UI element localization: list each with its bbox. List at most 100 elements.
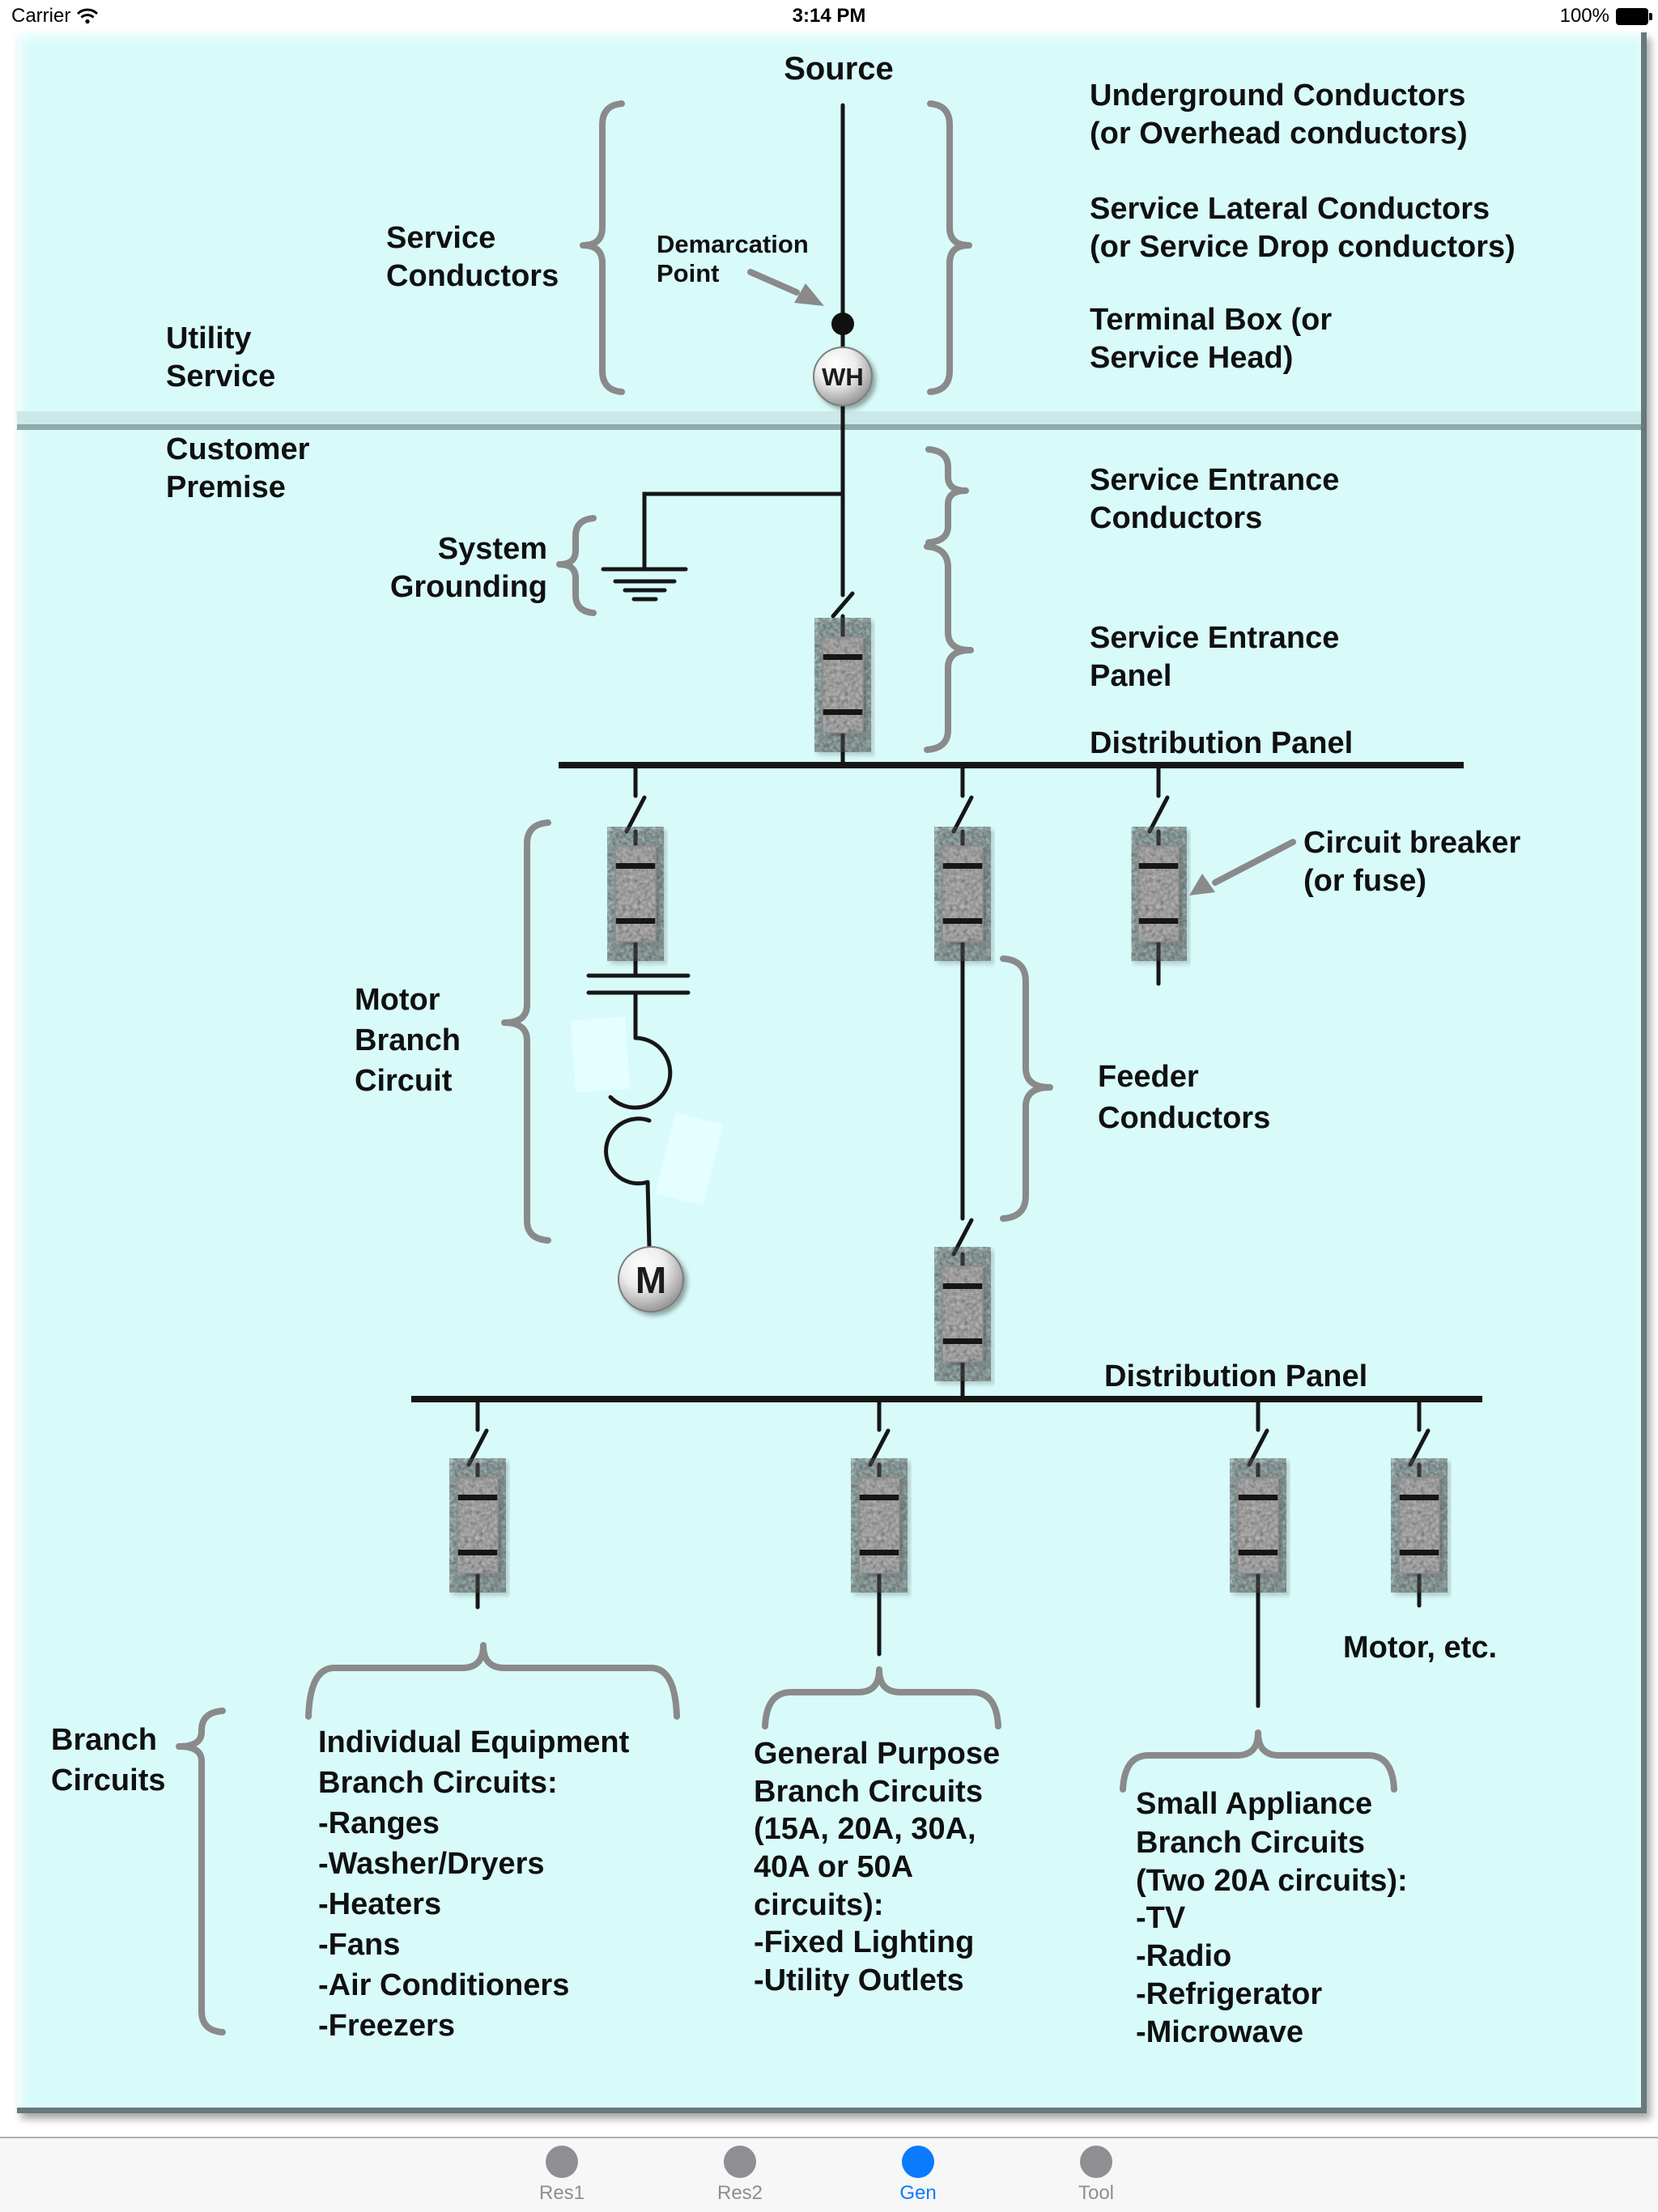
service-entrance-conductors-brace — [925, 446, 969, 546]
service-drop-brace — [927, 100, 972, 395]
list-line: -Heaters — [318, 1887, 441, 1921]
list-line: Small Appliance — [1136, 1787, 1372, 1821]
branch-drop-small-appliance — [1247, 1397, 1269, 1708]
tab-label: Res1 — [538, 2182, 585, 2204]
branch-circuits-brace — [176, 1708, 226, 2035]
individual-branch-underbrace — [305, 1642, 680, 1720]
motor-branch-circuit-label: Branch — [355, 1023, 461, 1057]
list-line: -Air Conditioners — [318, 1968, 569, 2002]
tab-tool[interactable]: Tool — [1007, 2138, 1185, 2212]
tab-label: Res2 — [716, 2182, 763, 2204]
breaker-icon — [1238, 1478, 1278, 1573]
tab-gen[interactable]: Gen — [829, 2138, 1007, 2212]
switch-icon — [624, 795, 647, 834]
switch-icon — [951, 795, 974, 834]
breaker-icon — [615, 846, 656, 942]
branch-drop-motor — [1408, 1397, 1431, 1608]
motor-branch-brace — [501, 819, 551, 1244]
tab-res2[interactable]: Res2 — [651, 2138, 829, 2212]
service-entrance-breaker-icon — [823, 637, 863, 733]
motor-branch-circuit-label: Circuit — [355, 1064, 453, 1098]
service-lateral-label: (or Service Drop conductors) — [1090, 230, 1516, 264]
breaker-icon — [1399, 1478, 1439, 1573]
motor-etc-label: Motor, etc. — [1343, 1631, 1497, 1665]
list-line: -Utility Outlets — [754, 1963, 964, 1997]
small-appliance-list: Small Appliance Branch Circuits (Two 20A… — [1136, 1787, 1408, 2049]
source-label: Source — [784, 51, 894, 87]
demarcation-arrow-icon — [747, 269, 824, 306]
branch-drop-individual — [466, 1397, 489, 1610]
service-conductors-label: Service — [386, 221, 495, 255]
distribution-panel-lower-label: Distribution Panel — [1104, 1359, 1367, 1393]
tab-label: Gen — [899, 2182, 937, 2204]
switch-icon — [466, 1428, 489, 1467]
list-line: circuits): — [754, 1888, 883, 1922]
list-line: General Purpose — [754, 1737, 1000, 1771]
motor-label: M — [636, 1259, 666, 1301]
list-line: Branch Circuits — [1136, 1826, 1365, 1860]
system-grounding-wire — [601, 491, 845, 602]
feeder-conductors-label: Conductors — [1098, 1101, 1270, 1135]
breaker-icon — [942, 1266, 983, 1362]
branch-circuits-label: Branch — [51, 1723, 157, 1757]
breaker-icon — [942, 846, 983, 942]
wifi-icon — [77, 8, 99, 24]
utility-service-label: Service — [166, 359, 275, 393]
demarcation-point-label: Point — [657, 259, 720, 287]
switch-icon — [1147, 795, 1170, 834]
switch-icon — [1247, 1428, 1269, 1467]
highlight-patch — [655, 1112, 724, 1206]
service-entrance-panel-label: Service Entrance — [1090, 621, 1339, 655]
tab-bar: Res1 Res2 Gen Tool — [0, 2137, 1658, 2212]
list-line: -Fixed Lighting — [754, 1925, 974, 1959]
electrical-diagram: WH M — [17, 32, 1647, 2113]
distribution-panel-upper-label: Distribution Panel — [1090, 726, 1353, 760]
tool-icon — [1080, 2146, 1112, 2178]
feeder-conductors-label: Feeder — [1098, 1060, 1199, 1094]
system-grounding-label: Grounding — [390, 570, 547, 604]
spare-breaker-drop — [1147, 763, 1170, 986]
demarcation-point-label: Demarcation — [657, 230, 809, 258]
service-conductors-label: Conductors — [386, 259, 559, 293]
tab-res1[interactable]: Res1 — [473, 2138, 651, 2212]
battery-icon — [1616, 7, 1652, 25]
service-entrance-panel-brace — [924, 543, 974, 753]
small-appliance-underbrace — [1120, 1729, 1397, 1793]
general-branch-underbrace — [762, 1666, 1001, 1729]
service-entrance-conductors-label: Conductors — [1090, 501, 1262, 535]
carrier-label: Carrier — [11, 5, 71, 27]
switch-icon — [868, 1428, 891, 1467]
list-line: Individual Equipment — [318, 1725, 630, 1759]
circuit-breaker-label: Circuit breaker — [1303, 826, 1520, 860]
list-line: -Ranges — [318, 1806, 440, 1840]
watt-hour-meter-icon: WH — [813, 347, 873, 406]
underground-conductors-label: (or Overhead conductors) — [1090, 117, 1468, 151]
terminal-box-label: Terminal Box (or — [1090, 303, 1332, 337]
list-line: -Washer/Dryers — [318, 1847, 545, 1881]
breaker-icon — [1138, 846, 1179, 942]
service-entrance-panel-label: Panel — [1090, 659, 1171, 693]
demarcation-point-dot — [831, 313, 854, 335]
customer-premise-label: Premise — [166, 470, 286, 504]
res1-icon — [546, 2146, 578, 2178]
gen-icon — [902, 2146, 934, 2178]
status-right: 100% — [1560, 5, 1658, 28]
circuit-breaker-label: (or fuse) — [1303, 864, 1426, 898]
list-line: 40A or 50A — [754, 1850, 913, 1884]
switch-icon — [951, 1218, 974, 1257]
feeder-conductors-brace — [1000, 955, 1053, 1222]
list-line: Branch Circuits — [754, 1775, 983, 1809]
individual-branch-list: Individual Equipment Branch Circuits: -R… — [318, 1725, 630, 2043]
branch-circuits-label: Circuits — [51, 1763, 165, 1797]
highlight-patch — [571, 1016, 631, 1093]
feeder-drop — [951, 763, 974, 1402]
general-purpose-list: General Purpose Branch Circuits (15A, 20… — [754, 1737, 1000, 1997]
wh-label: WH — [822, 363, 864, 391]
status-bar: Carrier 3:14 PM 100% — [0, 0, 1658, 32]
motor-branch-drop — [586, 763, 691, 1249]
list-line: -Refrigerator — [1136, 1977, 1322, 2011]
list-line: -Fans — [318, 1928, 400, 1962]
switch-icon — [1408, 1428, 1431, 1467]
list-line: -Freezers — [318, 2009, 455, 2043]
